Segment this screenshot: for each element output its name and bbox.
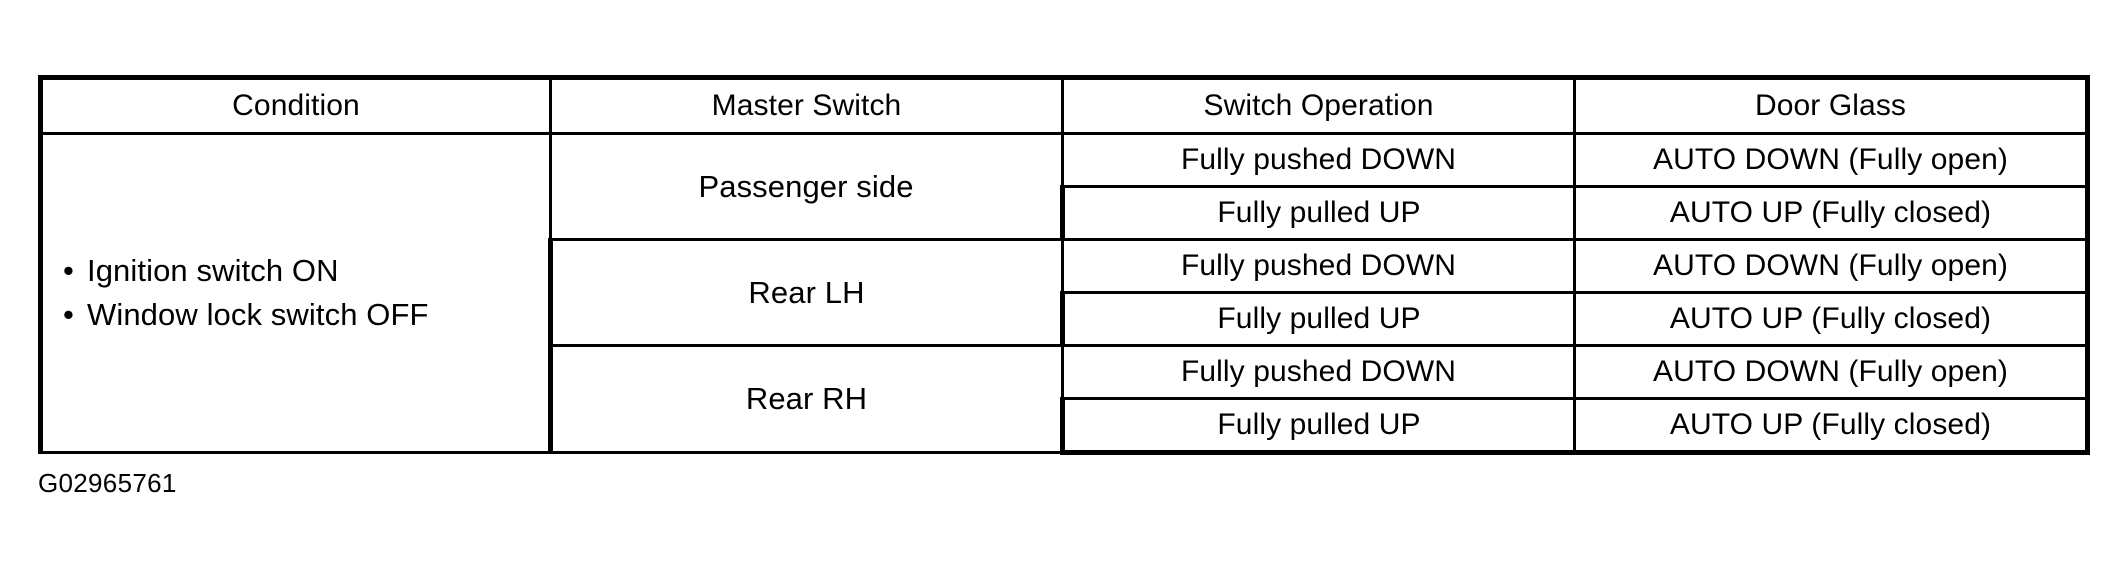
power-window-auto-operation-table: Condition Master Switch Switch Operation…: [38, 75, 2090, 455]
condition-item-label: Window lock switch OFF: [87, 297, 429, 332]
figure-caption: G02965761: [38, 468, 177, 498]
condition-list: • Ignition switch ON • Window lock switc…: [61, 249, 536, 337]
table-header: Condition Master Switch Switch Operation…: [38, 75, 2090, 135]
door-glass-cell: AUTO UP (Fully closed): [1573, 185, 2090, 241]
door-glass-cell: AUTO DOWN (Fully open): [1573, 344, 2090, 400]
table-row: Fully pulled UP AUTO UP (Fully closed): [41, 185, 2090, 241]
table-row: • Ignition switch ON • Window lock switc…: [38, 132, 2090, 454]
switch-operation-cell: Fully pulled UP: [1060, 291, 1576, 347]
table-row: Rear RH Fully pushed DOWN AUTO DOWN (Ful…: [41, 344, 2090, 454]
switch-operation-cell: Fully pulled UP: [1060, 185, 1576, 241]
master-switch-cell: Rear LH: [548, 238, 1064, 347]
switch-operation-cell: Fully pushed DOWN: [1061, 132, 1576, 188]
column-header-switch-operation: Switch Operation: [1061, 75, 1576, 135]
condition-cell: • Ignition switch ON • Window lock switc…: [38, 132, 552, 454]
list-item: • Ignition switch ON: [61, 249, 536, 293]
master-switch-cell: Passenger side: [549, 132, 1064, 241]
table-row: Fully pulled UP AUTO UP (Fully closed): [41, 291, 2090, 347]
column-header-master-switch: Master Switch: [549, 75, 1064, 135]
header-row: Condition Master Switch Switch Operation…: [38, 75, 2090, 135]
bullet-icon: •: [63, 297, 74, 332]
switch-operation-cell: Fully pushed DOWN: [1061, 238, 1576, 294]
bullet-icon: •: [63, 252, 74, 288]
switch-operation-cell: Fully pulled UP: [1060, 397, 1576, 455]
table-row: Rear LH Fully pushed DOWN AUTO DOWN (Ful…: [41, 238, 2090, 347]
door-glass-cell: AUTO UP (Fully closed): [1573, 397, 2090, 455]
door-glass-cell: AUTO UP (Fully closed): [1573, 291, 2090, 347]
condition-item-label: Ignition switch ON: [87, 252, 339, 288]
column-header-door-glass: Door Glass: [1573, 75, 2090, 135]
door-glass-cell: AUTO DOWN (Fully open): [1573, 238, 2090, 294]
switch-operation-cell: Fully pushed DOWN: [1061, 344, 1576, 400]
table-row: Fully pulled UP AUTO UP (Fully closed): [41, 397, 2090, 455]
door-glass-cell: AUTO DOWN (Fully open): [1573, 132, 2090, 188]
column-header-condition: Condition: [38, 75, 552, 135]
master-switch-cell: Rear RH: [548, 344, 1064, 454]
table-body: • Ignition switch ON • Window lock switc…: [38, 132, 2090, 455]
list-item: • Window lock switch OFF: [61, 293, 536, 337]
